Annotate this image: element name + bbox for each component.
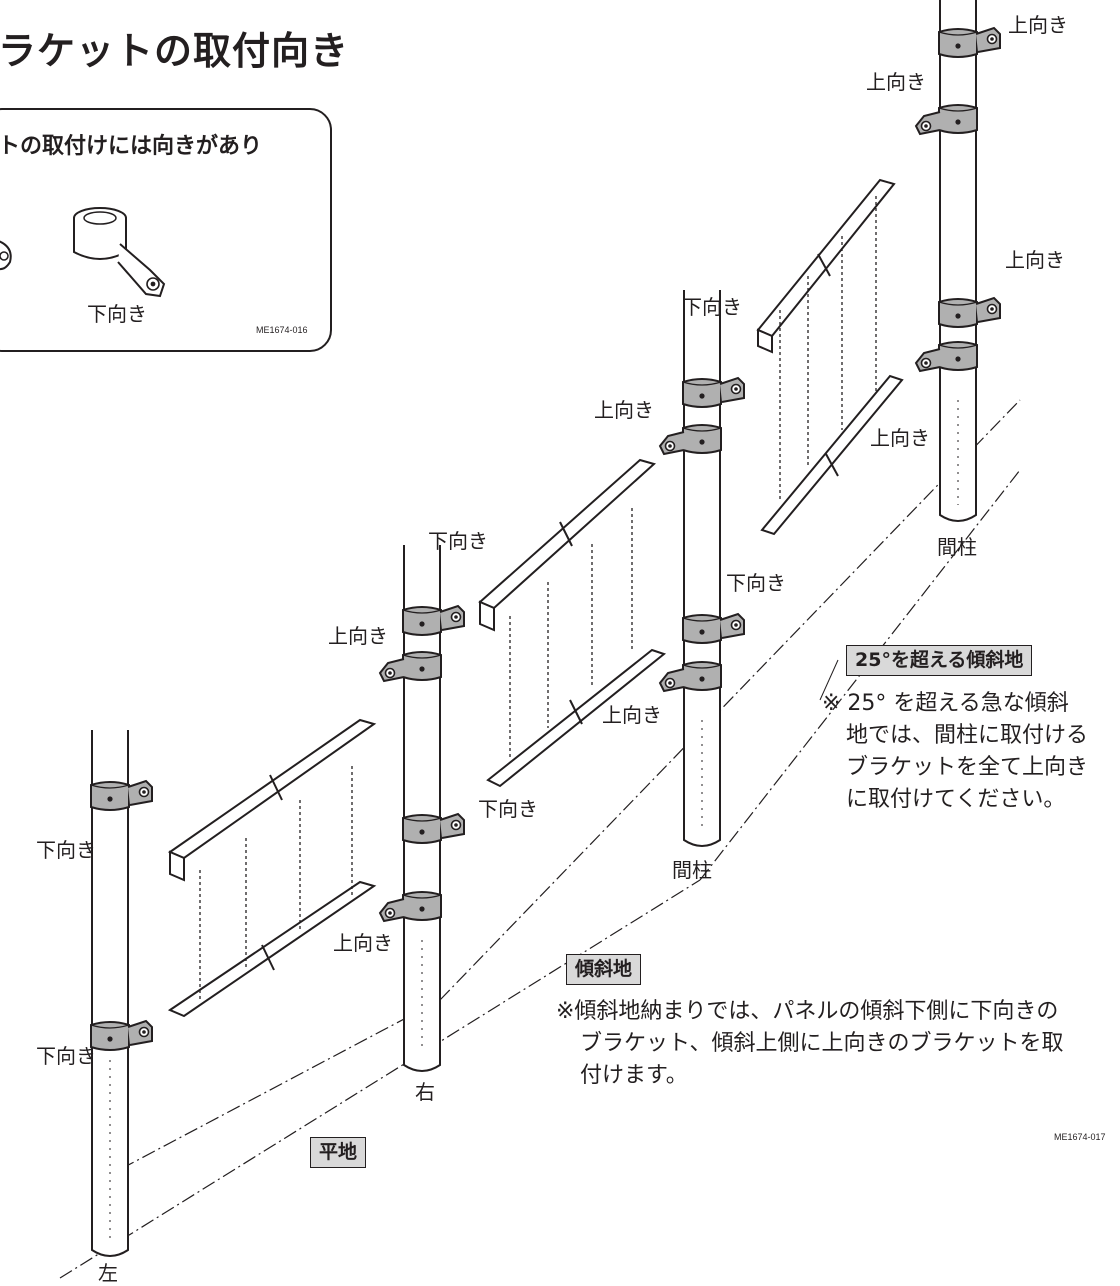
label-p3-up2: 上向き <box>602 703 662 727</box>
bracket-right-upper <box>379 651 442 682</box>
bracket-left-upper <box>90 780 153 811</box>
slope-note-line-3: 付けます。 <box>580 1063 688 1088</box>
bracket-top-4 <box>915 341 978 372</box>
label-left: 左 <box>98 1261 118 1285</box>
steep-slope-tag: 25°を超える傾斜地 <box>846 645 1033 676</box>
label-p4-up: 上向き <box>333 931 393 955</box>
label-p2-down: 下向き <box>682 295 742 319</box>
flat-ground-line <box>59 879 701 1279</box>
label-p3-down2: 下向き <box>478 797 538 821</box>
steep-ground-line <box>699 469 1021 881</box>
bracket-right-mid <box>402 813 465 844</box>
steep-note-line-3: ブラケットを全て上向き <box>846 755 1089 780</box>
label-p1-up: 上向き <box>1008 13 1068 37</box>
panel-2 <box>478 458 667 788</box>
steep-note-line-1: ※ 25° を超える急な傾斜 <box>822 691 1069 716</box>
label-p2-down2: 下向き <box>726 571 786 595</box>
post-left <box>91 730 129 1257</box>
bracket-left-lower <box>90 1020 153 1051</box>
bracket-right-top <box>402 605 465 636</box>
steep-note-line-2: 地では、間柱に取付ける <box>846 723 1089 748</box>
figure-code: ME1674-017 <box>1054 1132 1106 1142</box>
bracket-mid-top <box>682 377 745 408</box>
bracket-mid-upper <box>659 424 722 455</box>
label-p2-up: 上向き <box>594 398 654 422</box>
bracket-mid-bottom <box>659 661 722 692</box>
label-p2-up2: 上向き <box>870 426 930 450</box>
page-title: ラケットの取付向き <box>0 29 350 73</box>
label-right: 右 <box>415 1080 435 1104</box>
label-kanchu-top: 間柱 <box>937 535 977 559</box>
post-middle <box>683 290 721 847</box>
bracket-top-3 <box>938 297 1001 328</box>
steep-guide-line <box>439 399 1021 1001</box>
bracket-top-1 <box>938 27 1001 58</box>
bracket-top-2 <box>915 104 978 135</box>
bracket-right-lower <box>379 891 442 922</box>
panel-1 <box>167 718 377 1018</box>
label-p4-down: 下向き <box>36 838 96 862</box>
callout-code: ME1674-016 <box>256 325 308 335</box>
label-p1-up2: 上向き <box>866 70 926 94</box>
slope-note-line-2: ブラケット、傾斜上側に上向きのブラケットを取 <box>580 1031 1064 1056</box>
label-p3-down: 下向き <box>428 529 488 553</box>
slope-note-line-1: ※傾斜地納まりでは、パネルの傾斜下側に下向きの <box>556 999 1059 1024</box>
steep-note-line-4: に取付けてください。 <box>846 787 1066 812</box>
post-top <box>939 0 977 522</box>
flat-ground-tag: 平地 <box>310 1137 367 1168</box>
label-p3-up: 上向き <box>328 624 388 648</box>
label-p4-down2: 下向き <box>36 1044 96 1068</box>
callout-text: トの取付けには向きがあり <box>0 134 263 159</box>
callout-down-label: 下向き <box>87 302 147 326</box>
callout-bracket-partial-icon <box>0 240 12 271</box>
callout-bracket-down-icon <box>73 207 166 298</box>
slope-guide-line <box>99 999 441 1181</box>
orientation-callout-box <box>0 108 332 352</box>
label-kanchu-mid: 間柱 <box>672 858 712 882</box>
bracket-mid-lower <box>682 613 745 644</box>
slope-tag: 傾斜地 <box>566 954 642 985</box>
label-p1-up3: 上向き <box>1005 248 1065 272</box>
panel-3 <box>756 178 904 536</box>
